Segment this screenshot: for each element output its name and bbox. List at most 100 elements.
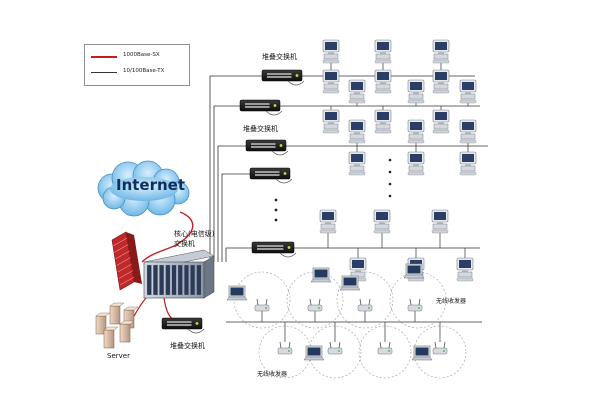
switch-port: [251, 146, 254, 148]
firewall-brick-line: [112, 237, 128, 247]
pc-stand: [328, 52, 334, 54]
switch-port: [289, 73, 292, 75]
switch-port: [269, 174, 272, 176]
laptop-2: [310, 267, 332, 283]
switch-port: [287, 73, 290, 75]
link-core-stack-1: [209, 75, 270, 262]
switch-port: [285, 76, 288, 78]
wireless-cell-1: [233, 271, 291, 329]
switch-port: [247, 103, 250, 105]
switch-port: [259, 106, 262, 108]
switch-port: [185, 321, 188, 323]
switch-port: [263, 174, 266, 176]
switch-body: [249, 167, 291, 180]
pc-base: [408, 93, 424, 100]
internet-label: Internet: [116, 176, 186, 194]
switch-port: [173, 321, 176, 323]
ap-body: [357, 304, 373, 312]
switch-port: [267, 174, 270, 176]
pc-keyboard: [432, 129, 450, 134]
switch-port: [276, 245, 279, 247]
pc-screen: [377, 112, 389, 120]
pc-keyboard: [374, 129, 392, 134]
switch-port: [187, 321, 190, 323]
pc-screen: [376, 212, 388, 220]
firewall-brick-line: [118, 270, 134, 279]
pc-stand: [438, 122, 444, 124]
laptop-base: [310, 278, 332, 283]
switch-port: [265, 103, 268, 105]
pc-keyboard: [374, 59, 392, 64]
ap-body: [377, 347, 393, 355]
pc-screen: [351, 82, 363, 90]
switch-port: [267, 106, 270, 108]
switch-port: [275, 76, 278, 78]
switch-port: [257, 143, 260, 145]
ap-led: [418, 307, 420, 309]
legend-copper-swatch: [91, 72, 117, 73]
pc-keyboard: [322, 129, 340, 134]
switch-port: [281, 73, 284, 75]
pc-1-2: [432, 69, 450, 94]
devices-layer: [95, 39, 477, 361]
switch-port: [183, 324, 186, 326]
switch-cable: [265, 110, 283, 116]
switch-port: [267, 171, 270, 173]
internet-cloud-icon: [97, 160, 190, 217]
switch-port: [285, 73, 288, 75]
switch-port: [283, 76, 286, 78]
core-switch-icon: [143, 249, 215, 299]
core-switch-slot: [146, 264, 152, 296]
pc-keyboard: [322, 59, 340, 64]
switch-port: [273, 73, 276, 75]
pc-screen: [435, 42, 447, 50]
switch-cable: [279, 252, 297, 258]
pc-5-1: [407, 151, 425, 176]
switch-port: [269, 171, 272, 173]
switch-port: [277, 73, 280, 75]
switch-port: [273, 143, 276, 145]
ap-antenna: [329, 341, 332, 349]
pc-3-2: [432, 109, 450, 134]
pc-1-1: [374, 69, 392, 94]
switch-led: [195, 322, 199, 325]
laptop-base: [303, 356, 325, 361]
pc-0-1: [374, 39, 392, 64]
access-point-7: [377, 341, 393, 355]
switch-port: [281, 76, 284, 78]
stack-switch-label-2: 堆叠交换机: [243, 125, 278, 133]
switch-port: [267, 103, 270, 105]
switch-port: [271, 171, 274, 173]
switch-cable: [187, 328, 205, 334]
server-label: Server: [107, 352, 130, 360]
pc-6-2: [431, 209, 449, 234]
server-top: [95, 312, 111, 317]
switch-led: [295, 74, 299, 77]
pc-2-0: [348, 79, 366, 104]
pc-base: [323, 123, 339, 130]
pc-keyboard: [348, 99, 366, 104]
firewall-brick-line: [114, 244, 129, 253]
server-top: [103, 326, 119, 331]
switch-port: [273, 146, 276, 148]
firewall-brick-line: [115, 250, 130, 260]
switch-port: [265, 174, 268, 176]
access-point-8: [432, 341, 448, 355]
switch-port: [259, 171, 262, 173]
cloud-core: [110, 177, 178, 201]
ap-led: [338, 350, 340, 352]
laptop-screen: [230, 287, 244, 296]
switch-port: [167, 324, 170, 326]
pc-stand: [325, 222, 331, 224]
wireless-label-2: 无线收发器: [257, 371, 288, 378]
pc-keyboard: [407, 171, 425, 176]
ap-led: [388, 350, 390, 352]
core-switch-slot: [171, 264, 177, 296]
core-switch-slot: [190, 264, 196, 296]
pc-base: [323, 53, 339, 60]
switch-port: [259, 174, 262, 176]
pc-base: [349, 93, 365, 100]
pc-stand: [380, 52, 386, 54]
switch-port: [171, 324, 174, 326]
switch-port: [259, 146, 262, 148]
